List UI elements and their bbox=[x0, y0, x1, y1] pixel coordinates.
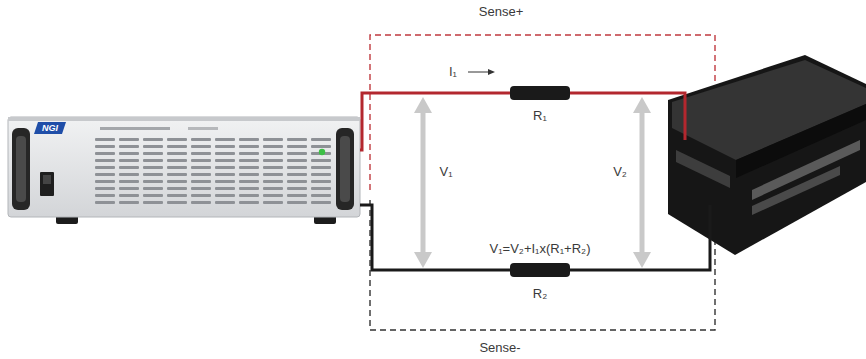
brand-logo bbox=[34, 122, 66, 134]
terminal-block bbox=[752, 140, 860, 200]
power-switch bbox=[43, 175, 51, 184]
resistor-label: R₁ bbox=[533, 109, 547, 124]
brand-logo-text: NGI bbox=[42, 123, 58, 133]
formula-label: V₁=V₂+I₁x(R₁+R₂) bbox=[490, 242, 591, 257]
voltage-label: V₁ bbox=[439, 165, 452, 180]
battery-simulator bbox=[8, 117, 360, 224]
terminal-block bbox=[676, 150, 730, 188]
voltage-arrow-shaft bbox=[640, 110, 645, 256]
terminal-block bbox=[752, 166, 840, 215]
current-label: I₁ bbox=[449, 65, 457, 80]
voltage-arrow bbox=[414, 97, 432, 268]
device-handle bbox=[340, 136, 350, 202]
panel-print bbox=[100, 127, 170, 130]
device-handle bbox=[336, 128, 354, 210]
power-switch bbox=[40, 172, 54, 196]
device-grille bbox=[95, 138, 331, 208]
device-panel bbox=[8, 117, 360, 217]
current-arrow bbox=[468, 72, 490, 73]
sense-label: Sense+ bbox=[479, 5, 523, 20]
device-body bbox=[668, 55, 866, 255]
current-arrow-head bbox=[488, 69, 495, 75]
voltage-arrow-shaft bbox=[421, 110, 426, 256]
arrow-head bbox=[414, 97, 432, 113]
device-edge bbox=[736, 104, 866, 178]
voltage-label: V₂ bbox=[613, 165, 627, 180]
arrow-head bbox=[414, 252, 432, 268]
device-handle bbox=[16, 136, 26, 202]
voltage-arrow bbox=[633, 97, 651, 268]
load-device bbox=[668, 55, 866, 255]
device-top-strip bbox=[8, 117, 360, 121]
negative-wire bbox=[360, 205, 710, 270]
device-handle bbox=[12, 128, 30, 210]
resistor-symbol bbox=[510, 86, 570, 100]
device-top bbox=[672, 60, 866, 160]
arrow-head bbox=[633, 97, 651, 113]
panel-print bbox=[188, 127, 218, 130]
status-led bbox=[319, 149, 325, 155]
resistor-symbol bbox=[510, 263, 570, 277]
resistor-label: R₂ bbox=[533, 287, 547, 302]
arrow-head bbox=[633, 252, 651, 268]
positive-wire bbox=[360, 93, 685, 150]
sense-label: Sense- bbox=[479, 341, 520, 356]
